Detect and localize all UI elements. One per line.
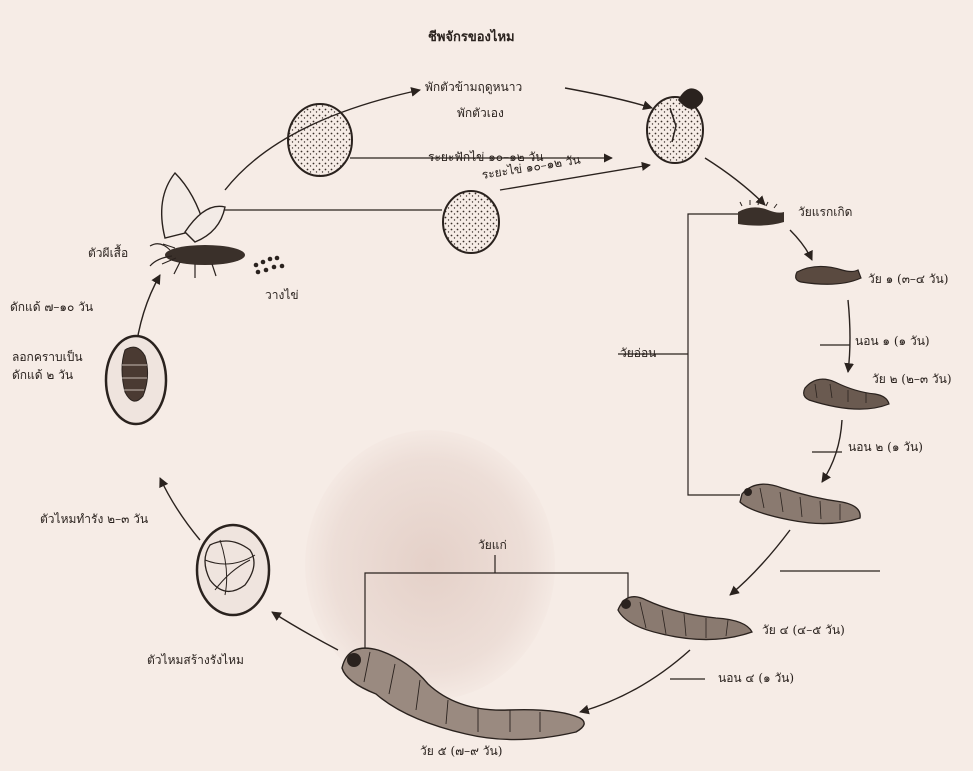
diagram-title: ชีพจักรของไหม <box>428 30 515 45</box>
young-larva-bracket <box>688 214 740 495</box>
egg-1-icon <box>288 104 352 176</box>
label-pupa-days: ดักแด้ ๗–๑๐ วัน <box>10 300 93 315</box>
label-molt2: นอน ๒ (๑ วัน) <box>848 440 923 455</box>
newborn-larva-icon <box>738 200 784 226</box>
arrow-cocoon-to-hatch <box>705 158 765 205</box>
label-instar5: วัย ๕ (๗–๙ วัน) <box>420 744 502 759</box>
arrow-cocoon-to-pupa <box>160 478 200 540</box>
label-molt1: นอน ๑ (๑ วัน) <box>855 334 930 349</box>
label-instar2: วัย ๒ (๒–๓ วัน) <box>872 372 952 387</box>
label-molt4: นอน ๔ (๑ วัน) <box>718 671 794 686</box>
arrow-instar2-to-instar3 <box>822 420 842 482</box>
egg-2-icon <box>443 191 499 253</box>
label-egg-rest: พักตัวเอง <box>457 106 504 121</box>
arrow-instar1-to-instar2 <box>848 300 850 372</box>
old-larva-bracket <box>365 573 628 650</box>
hatching-egg-icon <box>647 88 703 163</box>
arrow-hatch-to-instar1 <box>790 230 812 260</box>
laid-eggs-icon <box>254 256 285 275</box>
label-old-larva: วัยแก่ <box>478 538 507 553</box>
label-hatch: วัยแรกเกิด <box>798 205 852 220</box>
label-instar1: วัย ๑ (๓–๔ วัน) <box>868 272 948 287</box>
larva-instar1-icon <box>796 266 861 284</box>
larva-instar4-icon <box>618 597 752 640</box>
label-instar4: วัย ๔ (๔–๕ วัน) <box>762 623 845 638</box>
arrow-instar4-to-instar5 <box>580 650 690 712</box>
label-pupation: ลอกคราบเป็น ดักแด้ ๒ วัน <box>12 348 94 384</box>
label-lay-eggs: วางไข่ <box>265 288 299 303</box>
label-cocoon-spinning: ตัวไหมสร้างรังไหม <box>147 653 244 668</box>
label-pupa-stage: ตัวไหมทำรัง ๒–๓ วัน <box>40 512 148 527</box>
larva-instar5-icon <box>342 648 584 739</box>
cocoon-spinning-icon <box>197 525 269 615</box>
arrow-instar5-to-cocoon <box>272 612 338 650</box>
label-moth: ตัวผีเสื้อ <box>88 246 128 261</box>
moth-icon <box>150 173 245 278</box>
arrow-egg-to-hatch <box>565 88 652 108</box>
label-egg-winter: พักตัวข้ามฤดูหนาว <box>425 80 522 95</box>
arrow-instar3-to-instar4 <box>730 530 790 595</box>
pupa-icon <box>106 336 166 424</box>
larva-instar3-icon <box>740 484 860 523</box>
label-young-larva: วัยอ่อน <box>620 346 656 361</box>
